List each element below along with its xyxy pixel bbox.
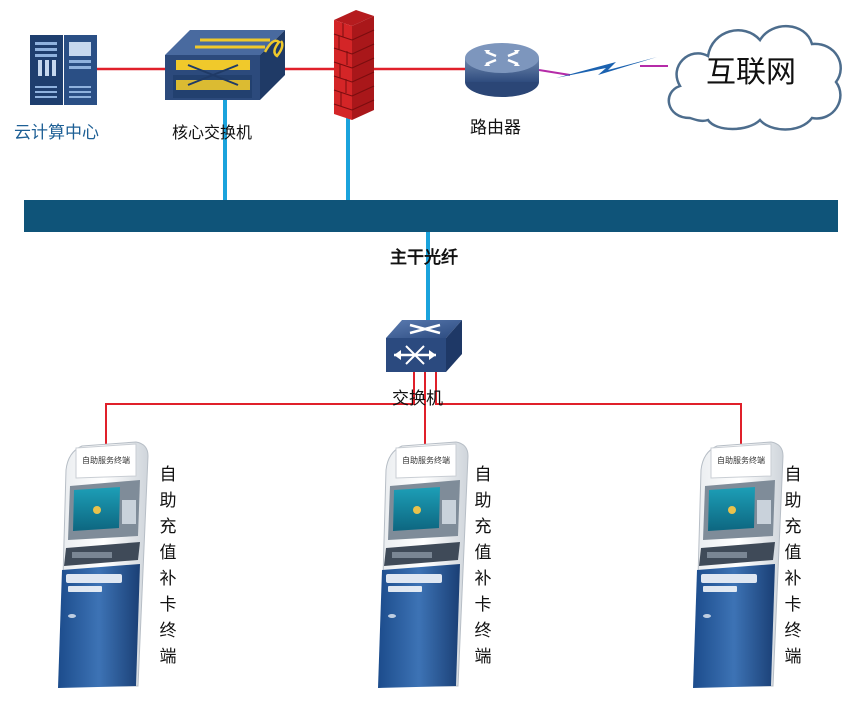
router-label: 路由器 [470,118,521,138]
link-switch-kiosk-left [105,372,415,445]
svg-text:自助服务终端: 自助服务终端 [82,455,130,465]
internet-cloud-icon [667,24,842,131]
access-switch-label: 交换机 [392,389,443,409]
server-rack-icon [30,35,97,105]
router-icon [465,43,539,97]
kiosk-terminal-right [692,441,784,689]
backbone-label: 主干光纤 [390,248,458,268]
cloud-center-label: 云计算中心 [14,123,99,143]
backbone-fiber [24,200,838,232]
core-switch-icon [165,30,285,100]
internet-label: 互联网 [706,55,796,90]
kiosk-terminal-left: 自助服务终端 [58,441,149,688]
lightning-bolt [556,57,657,78]
terminal-label-right: 自助充值补卡终端 [784,465,802,667]
links [96,57,742,445]
link-switch-kiosk-right [435,372,742,445]
terminal-label-left: 自助充值补卡终端 [159,465,177,667]
link-router-wan [538,69,571,76]
access-switch-icon [386,320,462,372]
kiosk-terminal-center [377,441,469,689]
firewall-icon [333,10,375,120]
terminal-label-center: 自助充值补卡终端 [474,465,492,667]
core-switch-label: 核心交换机 [172,123,253,142]
